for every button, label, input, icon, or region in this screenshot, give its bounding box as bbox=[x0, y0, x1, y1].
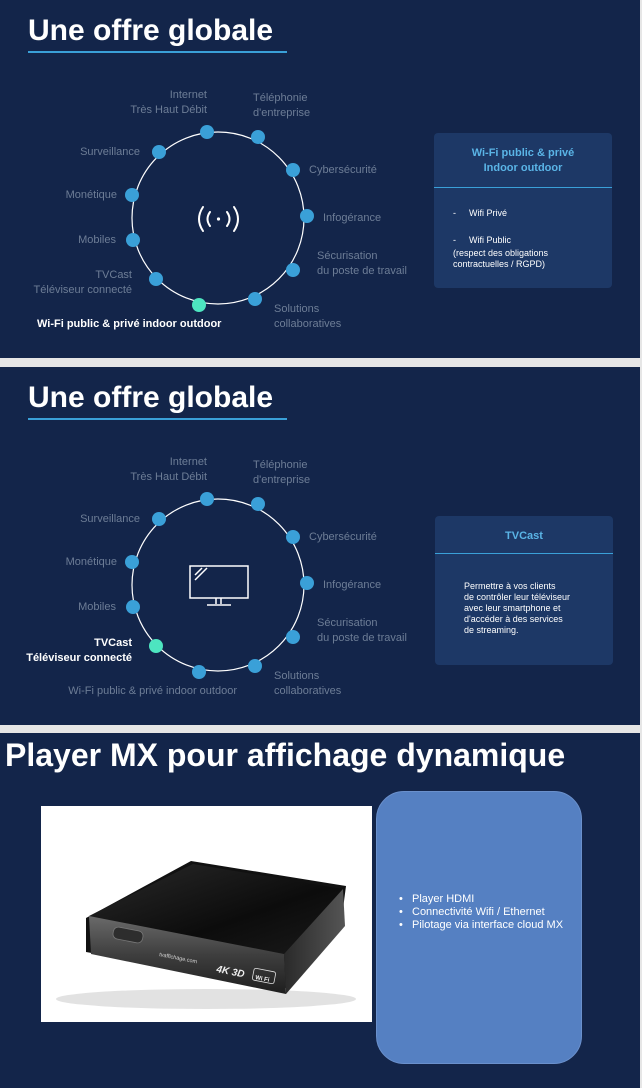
card-divider bbox=[434, 187, 612, 188]
player-device-illustration: tvaffichage.com 4K 3D Wi Fi bbox=[56, 861, 356, 1009]
label-mobiles: Mobiles bbox=[78, 234, 116, 246]
node-securisation bbox=[286, 263, 300, 277]
slide-title: Player MX pour affichage dynamique bbox=[5, 737, 566, 773]
node-wifi-active bbox=[192, 298, 206, 312]
features-panel: Player HDMI Connectivité Wifi / Ethernet… bbox=[376, 791, 582, 1064]
node-mobiles bbox=[126, 600, 140, 614]
label-surveillance: Surveillance bbox=[80, 146, 140, 158]
label-wifi: Wi-Fi public & privé indoor outdoor bbox=[68, 685, 237, 697]
label-infogerance: Infogérance bbox=[323, 579, 382, 591]
label-mobiles: Mobiles bbox=[78, 601, 116, 613]
offer-circle-diagram bbox=[125, 125, 314, 312]
node-internet bbox=[200, 125, 214, 139]
node-tvcast bbox=[149, 272, 163, 286]
card-description: Permettre à vos clients de contrôler leu… bbox=[464, 581, 571, 635]
device-wifi-logo-frame bbox=[252, 967, 276, 985]
label-monetique: Monétique bbox=[65, 189, 117, 201]
feature-item: Player HDMI bbox=[397, 893, 567, 906]
card-item-wifi-prive: -Wifi Privé bbox=[453, 208, 507, 218]
label-cybersecurite: Cybersécurité bbox=[309, 531, 377, 543]
detail-card-tvcast: TVCast Permettre à vos clients de contrô… bbox=[435, 516, 613, 665]
slide-title: Une offre globale bbox=[28, 381, 274, 414]
title-underline bbox=[28, 418, 287, 420]
title-underline bbox=[28, 51, 287, 53]
node-solutions bbox=[248, 659, 262, 673]
slide-player-mx: Player MX pour affichage dynamique bbox=[0, 733, 640, 1088]
card-title: TVCast bbox=[505, 530, 543, 542]
node-solutions bbox=[248, 292, 262, 306]
node-surveillance bbox=[152, 145, 166, 159]
card-divider bbox=[435, 553, 613, 554]
player-mx-photo: tvaffichage.com 4K 3D Wi Fi bbox=[41, 806, 372, 1022]
feature-item: Connectivité Wifi / Ethernet bbox=[397, 906, 567, 919]
node-infogerance bbox=[300, 209, 314, 223]
label-cybersecurite: Cybersécurité bbox=[309, 164, 377, 176]
label-wifi-active: Wi-Fi public & privé indoor outdoor bbox=[37, 318, 222, 330]
label-infogerance: Infogérance bbox=[323, 212, 382, 224]
node-internet bbox=[200, 492, 214, 506]
label-monetique: Monétique bbox=[65, 556, 117, 568]
offer-circle-diagram bbox=[125, 492, 314, 679]
node-monetique bbox=[125, 188, 139, 202]
node-cybersecurite bbox=[286, 163, 300, 177]
node-mobiles bbox=[126, 233, 140, 247]
node-monetique bbox=[125, 555, 139, 569]
feature-list: Player HDMI Connectivité Wifi / Ethernet… bbox=[397, 893, 567, 932]
node-wifi bbox=[192, 665, 206, 679]
card-item-wifi-public: -Wifi Public bbox=[453, 235, 512, 245]
device-side bbox=[284, 889, 345, 994]
node-telephonie bbox=[251, 497, 265, 511]
node-telephonie bbox=[251, 130, 265, 144]
node-cybersecurite bbox=[286, 530, 300, 544]
device-shadow bbox=[56, 989, 356, 1009]
feature-item: Pilotage via interface cloud MX bbox=[397, 919, 567, 932]
slide-title: Une offre globale bbox=[28, 14, 274, 47]
device-ir-window bbox=[112, 926, 144, 944]
device-wifi-logo: Wi Fi bbox=[255, 975, 270, 984]
tv-monitor-icon bbox=[189, 565, 249, 606]
wifi-icon bbox=[198, 206, 239, 232]
node-infogerance bbox=[300, 576, 314, 590]
node-surveillance bbox=[152, 512, 166, 526]
node-securisation bbox=[286, 630, 300, 644]
device-top bbox=[89, 864, 343, 954]
device-4k3d-badge: 4K 3D bbox=[214, 964, 245, 980]
label-surveillance: Surveillance bbox=[80, 513, 140, 525]
node-tvcast-active bbox=[149, 639, 163, 653]
